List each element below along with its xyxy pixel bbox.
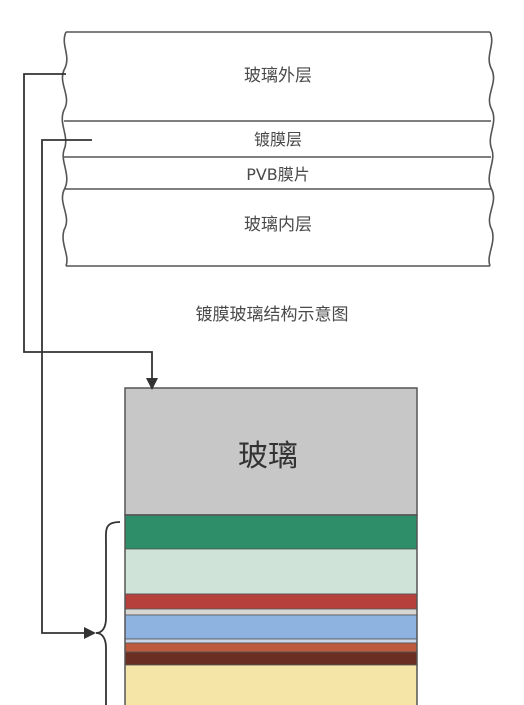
coating-band-9 — [124, 664, 418, 705]
coating-band-4 — [124, 608, 418, 616]
layer-label-inner-glass: 玻璃内层 — [244, 215, 312, 235]
coating-band-3 — [124, 593, 418, 610]
coating-band-1 — [124, 514, 418, 550]
layer-label-outer-glass: 玻璃外层 — [244, 66, 312, 86]
left-wavy-edge — [61, 31, 68, 267]
layer-label-coating: 镀膜层 — [254, 130, 302, 149]
outer-glass-arrowhead — [146, 378, 158, 390]
upper-cross-section — [61, 31, 495, 267]
layer-label-pvb: PVB膜片 — [246, 165, 310, 184]
diagram-caption: 镀膜玻璃结构示意图 — [196, 305, 349, 325]
coating-band-2 — [124, 548, 418, 595]
coating-band-7 — [124, 642, 418, 653]
coating-stack-outline — [124, 514, 418, 705]
coating-arrowhead — [84, 627, 96, 639]
coating-stack — [124, 514, 418, 705]
outer-glass-connector — [23, 73, 153, 380]
right-wavy-edge — [488, 31, 495, 267]
connectors — [23, 73, 153, 705]
coating-band-8 — [124, 651, 418, 666]
glass-block-label: 玻璃 — [238, 439, 298, 474]
coating-band-5 — [124, 614, 418, 640]
coating-band-6 — [124, 638, 418, 644]
coating-connector — [41, 139, 92, 634]
coating-brace — [95, 521, 121, 705]
